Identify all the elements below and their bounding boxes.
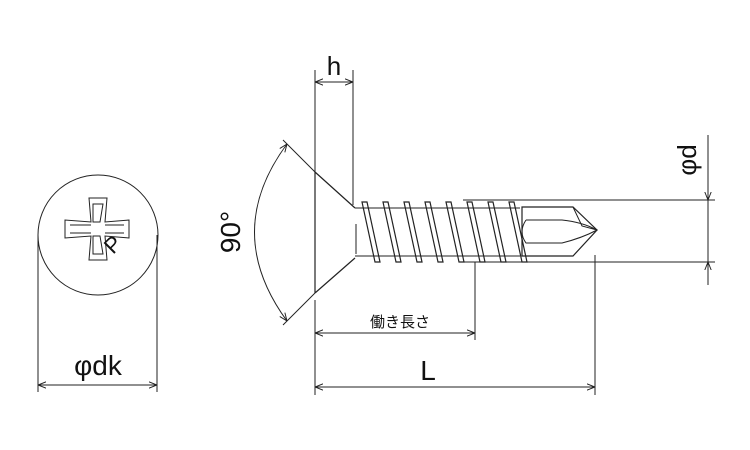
- head-outline: [37, 174, 159, 296]
- thread-crest: [487, 201, 507, 263]
- thread-crest: [382, 201, 402, 263]
- thread-crest: [403, 201, 423, 263]
- countersunk-head: [314, 171, 356, 294]
- length-label: L: [420, 355, 436, 386]
- screw-side-view: [314, 171, 599, 294]
- head-top-view: P φdk: [37, 174, 159, 392]
- thread-crest: [466, 201, 486, 263]
- angle-arc: [254, 144, 288, 321]
- drill-point: [521, 206, 598, 257]
- threads: [361, 201, 528, 263]
- thread-crest: [424, 201, 444, 263]
- thread-crest: [445, 201, 465, 263]
- head-diameter-label: φdk: [74, 350, 123, 381]
- thread-crest: [361, 201, 381, 263]
- shank-diameter-label: φd: [672, 144, 702, 175]
- phillips-recess-icon: [64, 197, 130, 261]
- angle-label: 90°: [215, 211, 246, 253]
- effective-length-label: 働き長さ: [370, 314, 430, 331]
- head-height-label: h: [327, 51, 341, 81]
- thread-crest: [508, 201, 528, 263]
